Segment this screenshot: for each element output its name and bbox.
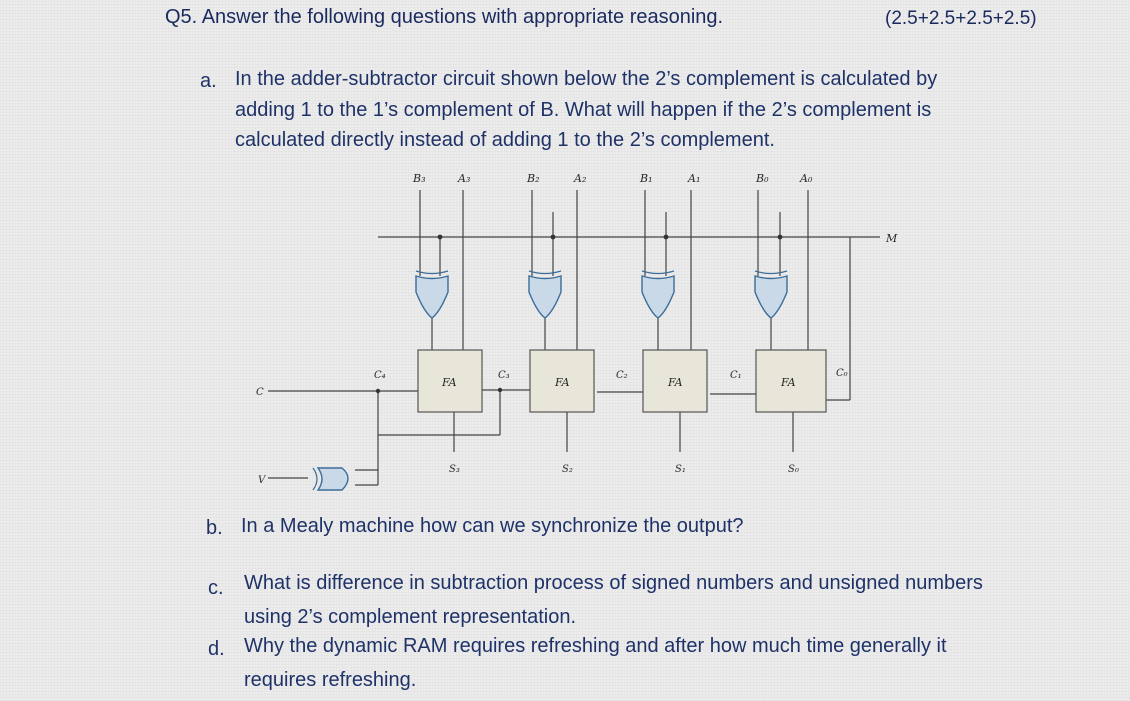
marks-breakdown: (2.5+2.5+2.5+2.5): [885, 8, 1037, 29]
carry-c0: C₀: [836, 368, 848, 379]
input-a0: A₀: [799, 172, 813, 185]
question-b-label: b.: [206, 517, 223, 539]
carry-out-label: C: [256, 387, 264, 398]
carry-c4: C₄: [374, 370, 386, 381]
question-d-line-1: Why the dynamic RAM requires refreshing …: [244, 635, 947, 657]
fa-label-0: FA: [780, 376, 796, 389]
carry-c3: C₃: [498, 370, 510, 381]
fa-label-3: FA: [441, 376, 457, 389]
sum-s0: S₀: [788, 464, 799, 475]
question-a-line-3: calculated directly instead of adding 1 …: [235, 129, 775, 151]
input-b2: B₂: [526, 172, 540, 185]
input-b3: B₃: [412, 172, 426, 185]
input-a3: A₃: [457, 172, 470, 185]
carry-c1: C₁: [730, 370, 742, 381]
sum-s3: S₃: [449, 464, 460, 475]
question-d-line-2: requires refreshing.: [244, 669, 417, 691]
question-d-label: d.: [208, 638, 225, 660]
question-a-line-1: In the adder-subtractor circuit shown be…: [235, 68, 938, 90]
input-b1: B₁: [639, 172, 653, 185]
question-c-line-1: What is difference in subtraction proces…: [244, 572, 983, 594]
input-b0: B₀: [755, 172, 769, 185]
fa-label-1: FA: [667, 376, 683, 389]
overflow-label: V: [258, 475, 267, 486]
question-c-line-2: using 2’s complement representation.: [244, 606, 577, 628]
fa-label-2: FA: [554, 376, 570, 389]
sum-s1: S₁: [675, 464, 686, 475]
input-a2: A₂: [573, 172, 586, 185]
question-a-line-2: adding 1 to the 1’s complement of B. Wha…: [235, 99, 932, 121]
mode-label: M: [885, 232, 898, 245]
carry-c2: C₂: [616, 370, 628, 381]
question-title: Q5. Answer the following questions with …: [165, 6, 724, 28]
input-a1: A₁: [687, 172, 700, 185]
sum-s2: S₂: [562, 464, 573, 475]
question-a-label: a.: [200, 70, 217, 92]
question-c-label: c.: [208, 577, 224, 599]
question-b-line-1: In a Mealy machine how can we synchroniz…: [241, 515, 744, 537]
